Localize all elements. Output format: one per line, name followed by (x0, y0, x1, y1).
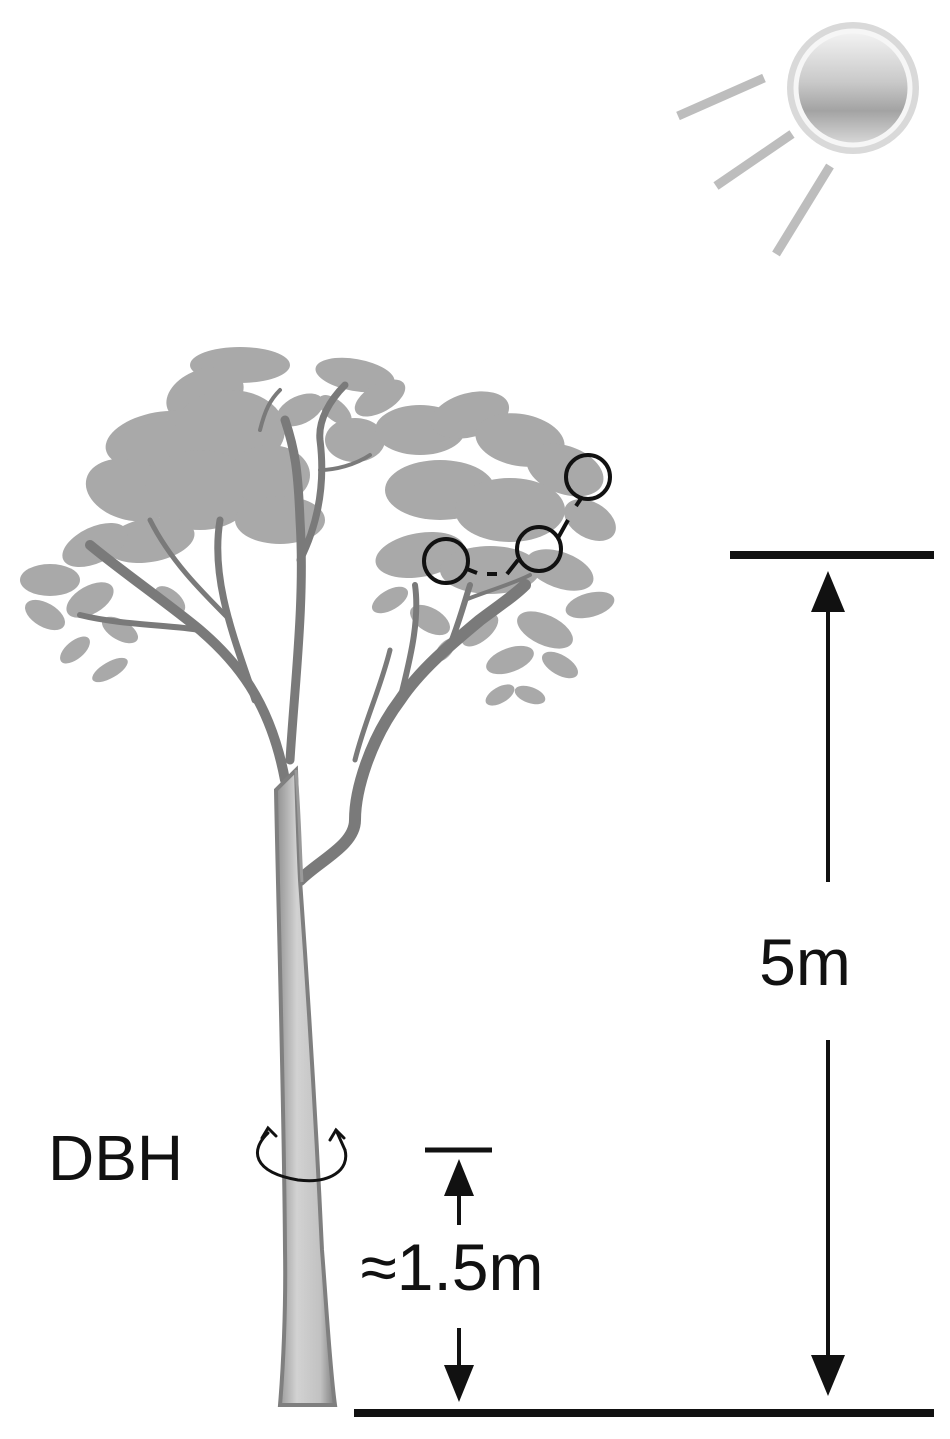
breast-height-dimension (425, 1147, 492, 1402)
sun-icon (676, 22, 919, 257)
leaf-sample-circle-icon (422, 453, 612, 585)
arrow-down-icon (811, 1355, 845, 1396)
height-5m-label: 5m (759, 925, 851, 999)
arrow-down-icon (444, 1365, 474, 1402)
arrow-up-icon (811, 571, 845, 612)
circumference-arrow-icon (256, 1125, 348, 1183)
breast-height-label: ≈1.5m (361, 1230, 544, 1304)
arrow-up-icon (444, 1159, 474, 1196)
height-5m-dimension (730, 551, 934, 1396)
sun-rays (676, 73, 834, 257)
tree-trunk (273, 765, 338, 1407)
tree-branches (77, 381, 532, 886)
dbh-label: DBH (48, 1122, 183, 1194)
